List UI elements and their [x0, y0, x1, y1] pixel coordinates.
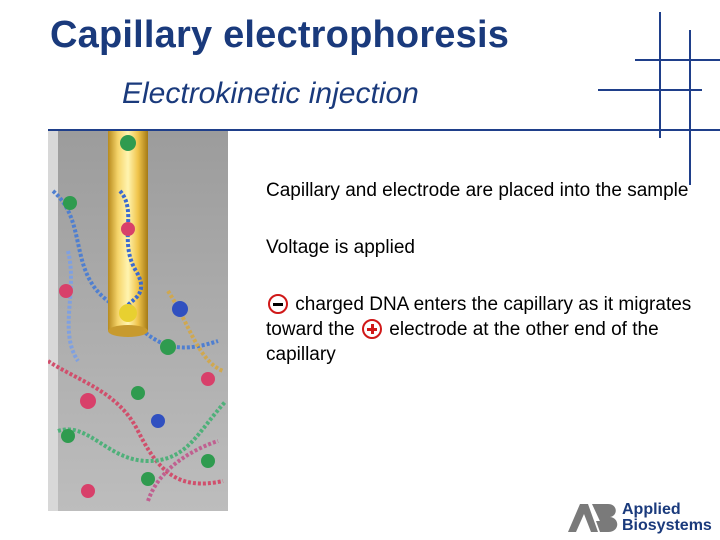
slide-subtitle: Electrokinetic injection [122, 77, 419, 110]
logo-wordmark: Applied Biosystems [622, 502, 712, 534]
bullet-voltage: Voltage is applied [266, 235, 716, 260]
bullet-migration-text-1: charged DNA enters the capillary as it m… [266, 294, 692, 340]
bullet-placement: Capillary and electrode are placed into … [266, 178, 716, 203]
ab-logo-mark [568, 504, 618, 532]
title-divider [48, 129, 720, 131]
slide-title: Capillary electrophoresis [50, 14, 510, 56]
applied-biosystems-logo: Applied Biosystems [568, 500, 718, 536]
bullet-list: Capillary and electrode are placed into … [266, 178, 716, 399]
bullet-migration: charged DNA enters the capillary as it m… [266, 292, 716, 367]
logo-line-1: Applied [622, 501, 681, 518]
logo-line-2: Biosystems [622, 517, 712, 534]
capillary-dna-illustration [48, 131, 228, 511]
bullet-voltage-text: Voltage is applied [266, 237, 415, 258]
positive-charge-icon [362, 319, 382, 339]
negative-charge-icon [268, 294, 288, 314]
bullet-migration-text-2: electrode at the other end of the capill… [266, 319, 659, 365]
bullet-placement-text: Capillary and electrode are placed into … [266, 180, 689, 201]
decorative-grid-lines [598, 12, 720, 185]
